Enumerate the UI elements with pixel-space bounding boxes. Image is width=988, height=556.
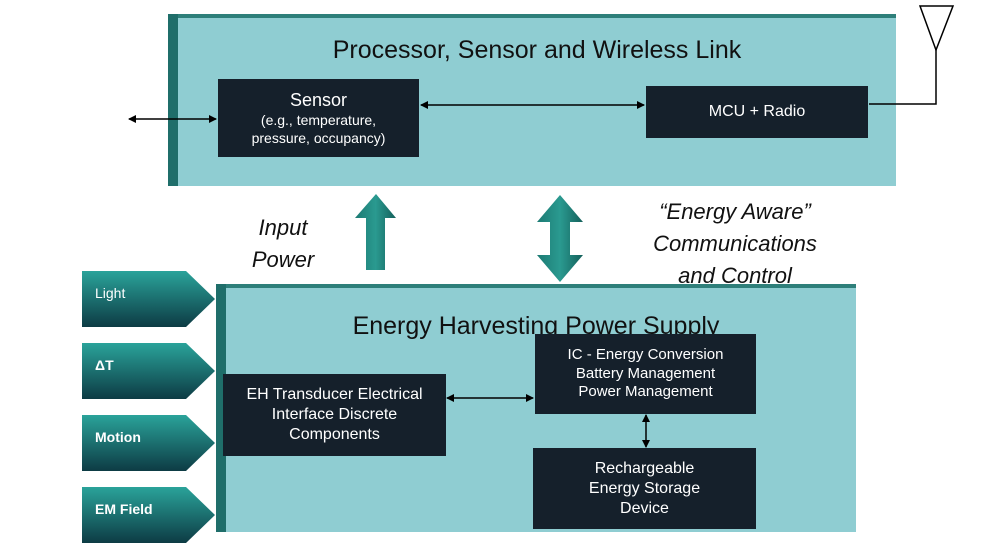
- input-tag-motion: [82, 415, 215, 471]
- input-power-label: Input Power: [238, 212, 328, 276]
- ic-line1: IC - Energy Conversion: [567, 345, 724, 363]
- input-power-line2: Power: [251, 246, 315, 272]
- input-power-arrow: [355, 194, 396, 270]
- input-label-light: Light: [95, 285, 126, 301]
- top-panel-title: Processor, Sensor and Wireless Link: [332, 36, 742, 64]
- storage-line1: Rechargeable: [594, 459, 695, 477]
- energy-aware-line3: and Control: [678, 262, 792, 288]
- sensor-title: Sensor: [289, 89, 348, 110]
- input-tag-delta-t: [82, 343, 215, 399]
- energy-aware-line2: Communications: [653, 230, 817, 256]
- energy-aware-double-arrow: [537, 195, 583, 282]
- ic-line2: Battery Management: [575, 364, 716, 382]
- sensor-box: Sensor (e.g., temperature, pressure, occ…: [218, 79, 419, 157]
- transducer-line3: Components: [289, 426, 380, 443]
- ic-box: IC - Energy Conversion Battery Managemen…: [535, 334, 756, 414]
- mcu-radio-label: MCU + Radio: [708, 103, 806, 120]
- bottom-panel-shadow: [216, 284, 228, 532]
- antenna-wire: [869, 46, 937, 105]
- input-tag-em-field: [82, 487, 215, 543]
- antenna-icon: [918, 5, 955, 53]
- storage-line3: Device: [620, 499, 669, 517]
- energy-aware-line1: “Energy Aware”: [659, 199, 811, 224]
- input-label-delta-t: ΔT: [95, 357, 114, 373]
- input-tag-light: [82, 271, 215, 327]
- sensor-detail-line2: pressure, occupancy): [251, 129, 386, 146]
- storage-box: Rechargeable Energy Storage Device: [533, 448, 756, 529]
- input-label-motion: Motion: [95, 429, 141, 445]
- transducer-line1: EH Transducer Electrical: [246, 386, 423, 403]
- sensor-detail-line1: (e.g., temperature,: [260, 112, 377, 129]
- energy-aware-label: “Energy Aware” Communications and Contro…: [630, 196, 840, 292]
- input-label-em-field: EM Field: [95, 501, 153, 517]
- mcu-radio-box: MCU + Radio: [646, 86, 868, 138]
- input-power-line1: Input: [258, 215, 308, 240]
- transducer-box: EH Transducer Electrical Interface Discr…: [223, 374, 446, 456]
- storage-line2: Energy Storage: [588, 479, 701, 497]
- transducer-line2: Interface Discrete: [271, 406, 398, 423]
- top-panel-shadow: [168, 14, 180, 186]
- ic-line3: Power Management: [578, 383, 713, 401]
